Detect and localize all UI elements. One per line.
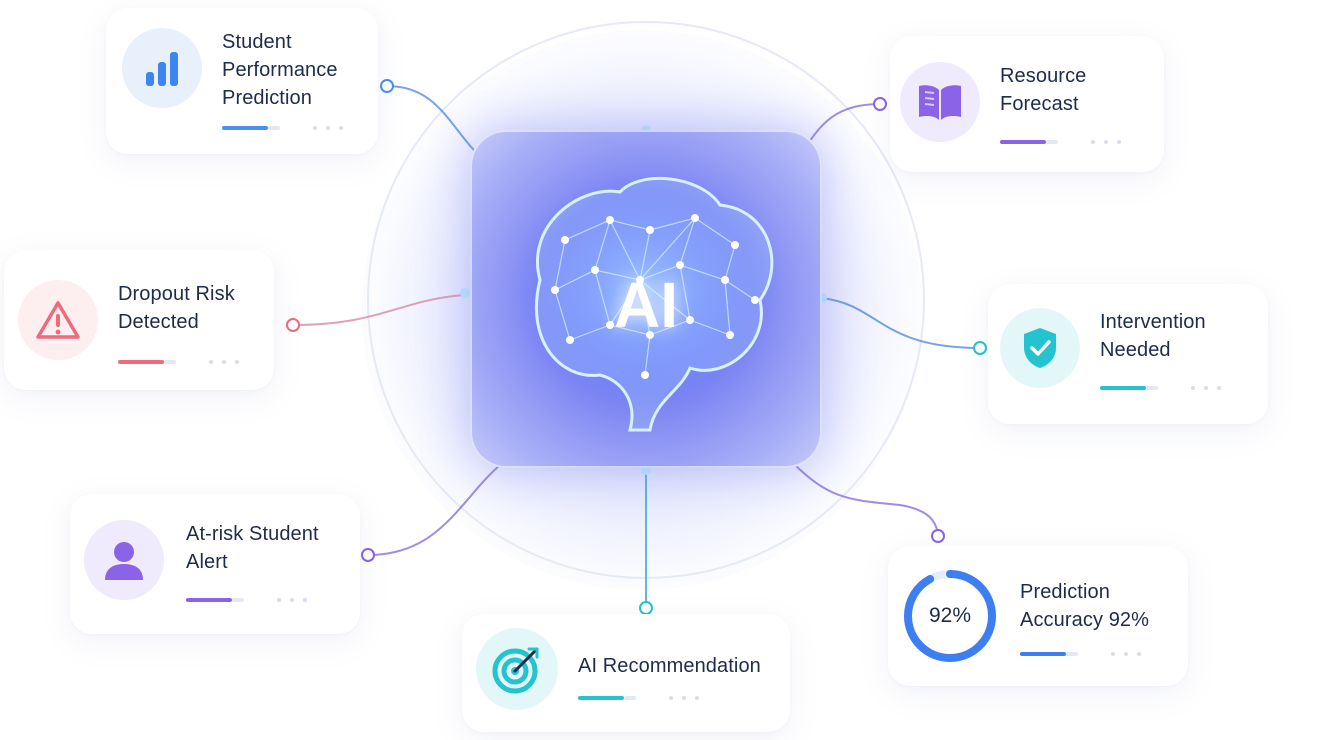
card-title: Resource Forecast — [1000, 65, 1087, 115]
card-prediction-accuracy[interactable]: 92% Prediction Accuracy 92% — [888, 546, 1188, 686]
connector-node-intervention — [973, 341, 987, 355]
progress-indicator — [186, 598, 319, 602]
card-student-performance[interactable]: Student Performance Prediction — [106, 8, 378, 154]
connector-intervention — [821, 297, 981, 349]
connector-node-accuracy — [931, 529, 945, 543]
book-icon — [900, 62, 980, 142]
accuracy-ring-arc — [904, 570, 996, 662]
card-title: Student Performance Prediction — [222, 31, 338, 109]
card-intervention-needed[interactable]: Intervention Needed — [988, 284, 1268, 424]
brain-network-icon — [511, 170, 781, 432]
connector-node-performance — [380, 79, 394, 93]
card-resource-forecast[interactable]: Resource Forecast — [890, 36, 1164, 172]
progress-indicator — [1000, 140, 1121, 144]
card-title: Prediction Accuracy 92% — [1020, 581, 1150, 631]
shield-check-icon — [1000, 308, 1080, 388]
connector-node-recommendation — [639, 601, 653, 615]
progress-indicator — [1100, 386, 1221, 390]
progress-indicator — [118, 360, 239, 364]
connector-node-resource — [873, 97, 887, 111]
progress-indicator — [578, 696, 761, 700]
connector-dropout — [292, 294, 465, 326]
hub-port-left — [460, 288, 470, 298]
progress-indicator — [1020, 652, 1149, 656]
connector-node-dropout — [286, 318, 300, 332]
ai-hub-label: AI — [614, 269, 678, 341]
connector-node-atrisk — [361, 548, 375, 562]
card-title: Dropout Risk Detected — [118, 283, 235, 333]
connector-atrisk — [367, 464, 501, 556]
accuracy-ring-label: 92% — [928, 604, 972, 627]
warning-triangle-icon — [18, 280, 98, 360]
card-title: At-risk Student Alert — [186, 523, 319, 573]
card-dropout-risk[interactable]: Dropout Risk Detected — [4, 250, 274, 390]
user-icon — [84, 520, 164, 600]
progress-indicator — [222, 126, 343, 130]
connector-accuracy — [791, 461, 939, 535]
card-at-risk-student[interactable]: At-risk Student Alert — [70, 494, 360, 634]
progress-ring-icon: 92% — [900, 566, 1000, 666]
card-title: AI Recommendation — [578, 655, 761, 677]
card-ai-recommendation[interactable]: AI Recommendation — [462, 614, 790, 732]
card-title: Intervention Needed — [1100, 311, 1206, 361]
target-icon — [476, 628, 558, 710]
bar-chart-icon — [122, 28, 202, 108]
ai-hub: AI — [470, 130, 822, 468]
